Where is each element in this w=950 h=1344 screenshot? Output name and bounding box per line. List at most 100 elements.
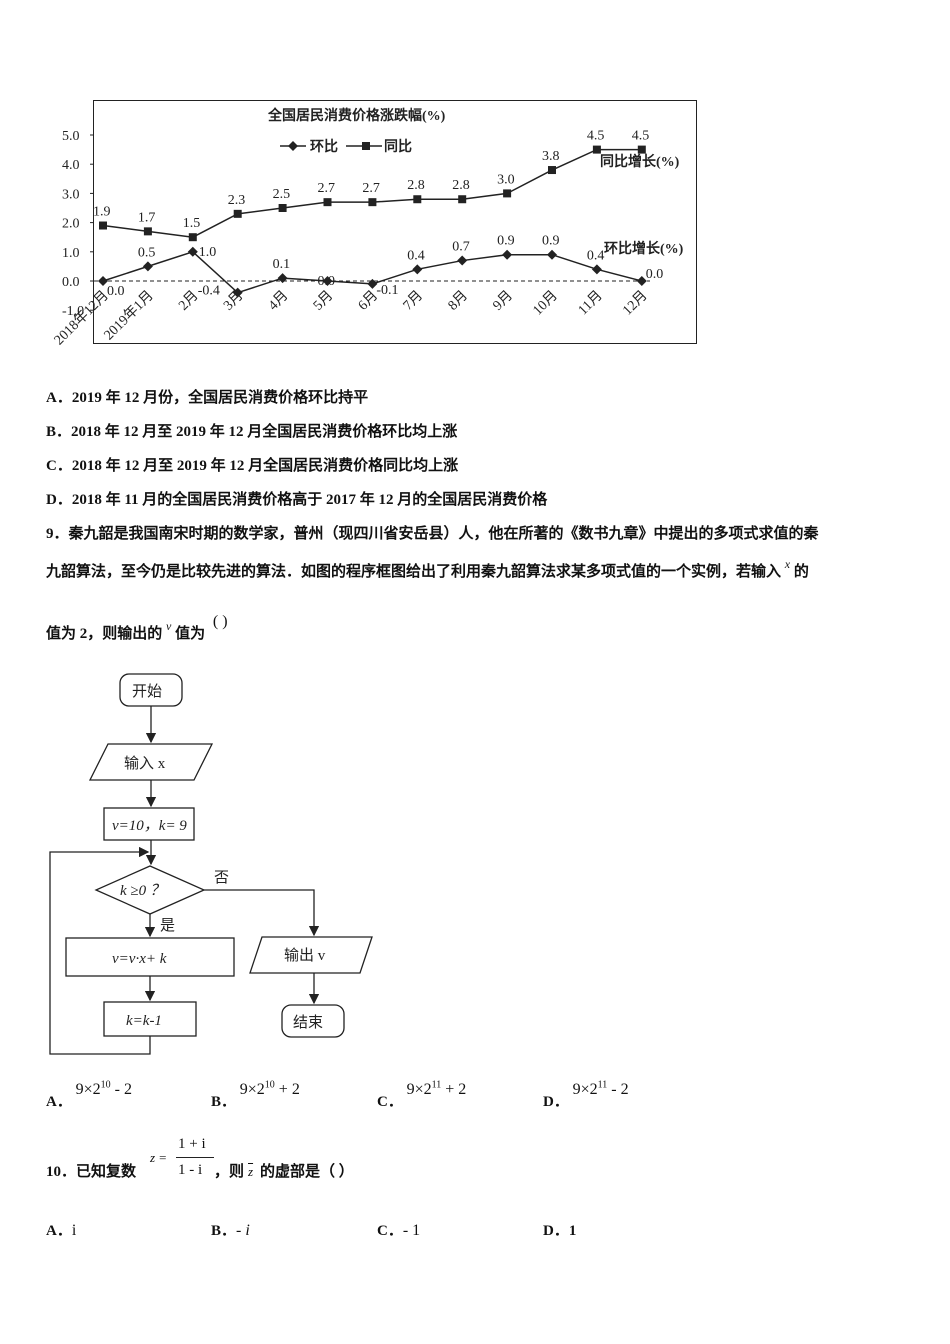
- q10-option-d-letter: D．: [543, 1223, 569, 1239]
- point-yoy: [368, 198, 377, 207]
- q10-prefix: 10．已知复数: [46, 1164, 137, 1180]
- x-tick-label: 4月: [265, 288, 291, 314]
- q10-option-a: A．i: [46, 1219, 76, 1240]
- data-label: 0.0: [107, 284, 125, 299]
- x-tick-label: 11月: [575, 288, 606, 319]
- point-mom: [232, 287, 243, 298]
- q10-z-eq: z =: [150, 1150, 168, 1165]
- data-label: 3.8: [542, 149, 560, 164]
- y-tick-label: 2.0: [62, 217, 80, 232]
- end-label: 结束: [293, 1014, 323, 1031]
- data-label: 0.9: [542, 234, 560, 249]
- start-label: 开始: [132, 683, 162, 700]
- point-yoy: [458, 195, 467, 204]
- decrement-label: k=k-1: [126, 1013, 162, 1029]
- x-tick-label: 7月: [400, 288, 426, 314]
- q9-line2: 九韶算法，至今仍是比较先进的算法．如图的程序框图给出了利用秦九韶算法求某多项式值…: [46, 557, 809, 581]
- q10-numerator: 1 + i: [178, 1136, 206, 1152]
- point-yoy: [233, 209, 242, 218]
- q9-option-c-letter: C．: [377, 1094, 403, 1110]
- q9-option-b-expr: 9×210 + 2: [239, 1079, 300, 1098]
- q8-option-b: B．2018 年 12 月至 2019 年 12 月全国居民消费价格环比均上涨: [46, 424, 458, 440]
- y-tick-label: 3.0: [62, 187, 80, 202]
- q9-option-b-letter: B．: [211, 1094, 237, 1110]
- data-label: 2.8: [452, 178, 470, 193]
- data-label: -0.1: [376, 283, 398, 298]
- x-tick-label: 9月: [490, 288, 516, 314]
- x-tick-label: 2018年12月: [51, 288, 112, 349]
- init-label: v=10，k= 9: [112, 818, 187, 834]
- end-node: [281, 1004, 345, 1038]
- chart-frame: [93, 100, 697, 344]
- q9-option-a-expr: 9×210 - 2: [75, 1079, 132, 1098]
- q10-zbar: z: [248, 1164, 254, 1179]
- data-label: 0.4: [587, 248, 605, 263]
- q10-option-c: C．- 1: [377, 1219, 420, 1240]
- legend-label-yoy: 同比: [384, 138, 412, 155]
- q10-option-c-letter: C．: [377, 1223, 403, 1239]
- q9-line3-tail: 值为: [175, 626, 206, 642]
- point-yoy: [413, 195, 422, 204]
- point-yoy: [637, 145, 646, 154]
- y-tick-label: 0.0: [62, 275, 80, 290]
- q8-option-a: A．2019 年 12 月份，全国居民消费价格环比持平: [46, 390, 369, 406]
- point-mom: [187, 246, 198, 257]
- q9-option-b: B． 9×210 + 2: [211, 1078, 300, 1110]
- y-tick-label: 5.0: [62, 129, 80, 144]
- point-yoy: [188, 233, 197, 242]
- q9-option-c: C． 9×211 + 2: [377, 1078, 466, 1110]
- q9-option-d: D． 9×211 - 2: [543, 1078, 629, 1110]
- x-tick-label: 5月: [310, 288, 336, 314]
- legend-marker-mom: [288, 141, 298, 151]
- data-label: 2.3: [228, 193, 246, 208]
- q10-option-b-letter: B．: [211, 1223, 237, 1239]
- data-label: 2.7: [318, 181, 336, 196]
- q9-line2-text: 九韶算法，至今仍是比较先进的算法．如图的程序框图给出了利用秦九韶算法求某多项式值…: [46, 564, 782, 580]
- q8-option-c: C．2018 年 12 月至 2019 年 12 月全国居民消费价格同比均上涨: [46, 458, 459, 474]
- point-yoy: [143, 227, 152, 236]
- point-yoy: [278, 204, 287, 212]
- q10-option-a-val: i: [71, 1222, 77, 1239]
- q9-line1: 9．秦九韶是我国南宋时期的数学家，普州（现四川省安岳县）人，他在所著的《数书九章…: [46, 526, 819, 542]
- data-label: 0.0: [646, 267, 664, 282]
- yes-label: 是: [160, 918, 175, 934]
- point-yoy: [548, 166, 556, 175]
- input-label: 输入 x: [124, 755, 166, 772]
- q10-option-d: D．1: [543, 1219, 576, 1240]
- q10-suffix: 的虚部是（ ）: [260, 1164, 354, 1180]
- data-label: 1.0: [199, 245, 217, 260]
- point-yoy: [592, 145, 601, 154]
- data-label: 0.5: [138, 245, 156, 260]
- point-mom: [277, 273, 288, 284]
- data-label: 0.1: [273, 257, 291, 272]
- q10-option-d-val: 1: [568, 1223, 577, 1239]
- q10-option-c-val: - 1: [402, 1222, 421, 1239]
- y-tick-label: -1.0: [62, 304, 84, 319]
- annotation-yoy: 同比增长(%): [600, 153, 680, 170]
- data-label: 2.5: [273, 187, 291, 202]
- cpi-line-chart: 全国居民消费价格涨跌幅(%)环比同比5.04.03.02.01.00.0-1.0…: [51, 107, 684, 349]
- q10-mid: ，则: [214, 1164, 245, 1180]
- data-label: 1.9: [93, 205, 111, 220]
- q9-line3-text: 值为 2，则输出的: [46, 626, 163, 642]
- x-tick-label: 10月: [530, 288, 561, 319]
- q9-option-d-letter: D．: [543, 1094, 569, 1110]
- x-tick-label: 8月: [445, 288, 471, 314]
- data-label: 2.7: [362, 181, 380, 196]
- point-mom: [547, 249, 557, 260]
- update-label: v=v·x+ k: [112, 951, 167, 967]
- data-label: 0.7: [452, 240, 470, 255]
- y-tick-label: 1.0: [62, 246, 80, 261]
- point-mom: [636, 276, 647, 286]
- legend-label-mom: 环比: [310, 138, 338, 155]
- q10-option-a-letter: A．: [46, 1223, 72, 1239]
- point-yoy: [99, 221, 107, 230]
- point-mom: [367, 278, 378, 289]
- q10-option-b: B．- i: [211, 1219, 250, 1240]
- data-label: 3.0: [497, 172, 514, 187]
- data-label: -0.4: [198, 284, 220, 299]
- q9-line2-tail: 的: [793, 564, 809, 580]
- point-yoy: [323, 198, 332, 207]
- no-label: 否: [214, 870, 229, 886]
- point-mom: [142, 261, 153, 272]
